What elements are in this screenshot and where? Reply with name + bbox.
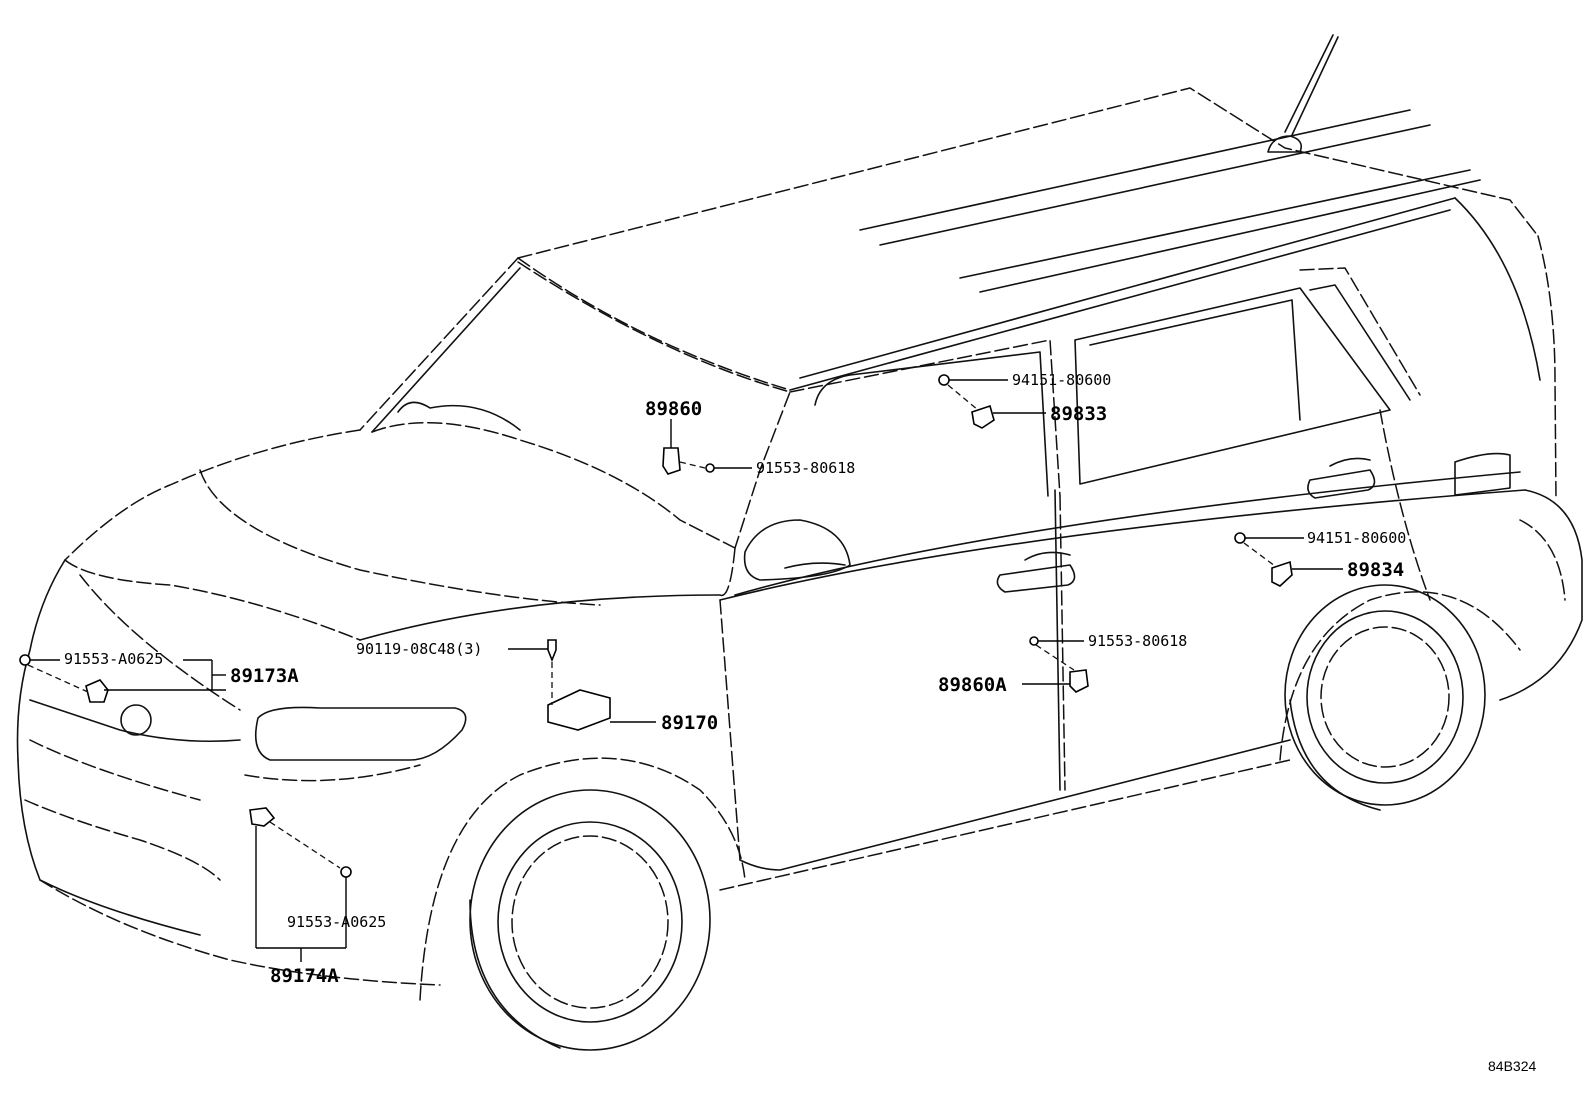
roof xyxy=(517,87,1539,391)
sensor-89174a-icon xyxy=(249,807,276,827)
label-90119-08c48: 90119-08C48(3) xyxy=(356,640,482,658)
label-91553-80618-lower: 91553-80618 xyxy=(1088,632,1187,650)
label-89834: 89834 xyxy=(1347,559,1404,581)
door-handles xyxy=(996,457,1376,593)
label-91553-a0625-lower: 91553-A0625 xyxy=(287,913,386,931)
side-windows xyxy=(789,267,1421,497)
body-side xyxy=(719,409,1526,891)
label-91553-80618-upper: 91553-80618 xyxy=(756,459,855,477)
front-wheel xyxy=(419,757,746,1051)
label-89174a: 89174A xyxy=(270,965,339,987)
label-94151-80600-front: 94151-80600 xyxy=(1012,371,1111,389)
vehicle-outline xyxy=(16,34,1583,1051)
label-91553-a0625-upper: 91553-A0625 xyxy=(64,650,163,668)
label-89173a: 89173A xyxy=(230,665,299,687)
part-icons xyxy=(19,374,1293,878)
airbag-sensor-89170-icon xyxy=(547,689,611,731)
label-89833: 89833 xyxy=(1050,403,1107,425)
label-94151-80600-rear: 94151-80600 xyxy=(1307,529,1406,547)
headlight xyxy=(244,706,467,782)
label-89860a: 89860A xyxy=(938,674,1007,696)
fuel-door xyxy=(1454,452,1511,496)
rear-wheel xyxy=(1279,584,1521,811)
rear-quarter xyxy=(1454,197,1583,701)
bolt-91553-80618-lower-icon xyxy=(1029,636,1039,646)
sensor-89860-icon xyxy=(662,447,681,475)
side-mirror xyxy=(743,519,851,581)
bolt-91553-80618-upper-icon xyxy=(705,463,715,473)
callout-labels: 89860 91553-80618 94151-80600 89833 9415… xyxy=(64,371,1406,987)
sensor-89173a-icon xyxy=(85,679,109,703)
bolt-91553-a0625-lower-icon xyxy=(340,866,352,878)
leader-lines xyxy=(27,379,1343,962)
hood xyxy=(64,429,736,641)
diagram-reference: 84B324 xyxy=(1488,1058,1536,1074)
sensor-89833-icon xyxy=(971,404,995,429)
nut-94151-80600-front-icon xyxy=(938,374,950,386)
front-fascia xyxy=(16,559,441,986)
label-89860: 89860 xyxy=(645,398,702,420)
windshield xyxy=(359,257,791,549)
label-89170: 89170 xyxy=(661,712,718,734)
sensor-89834-icon xyxy=(1271,560,1293,587)
bolt-91553-a0625-upper-icon xyxy=(19,654,31,666)
nut-94151-80600-rear-icon xyxy=(1234,532,1246,544)
